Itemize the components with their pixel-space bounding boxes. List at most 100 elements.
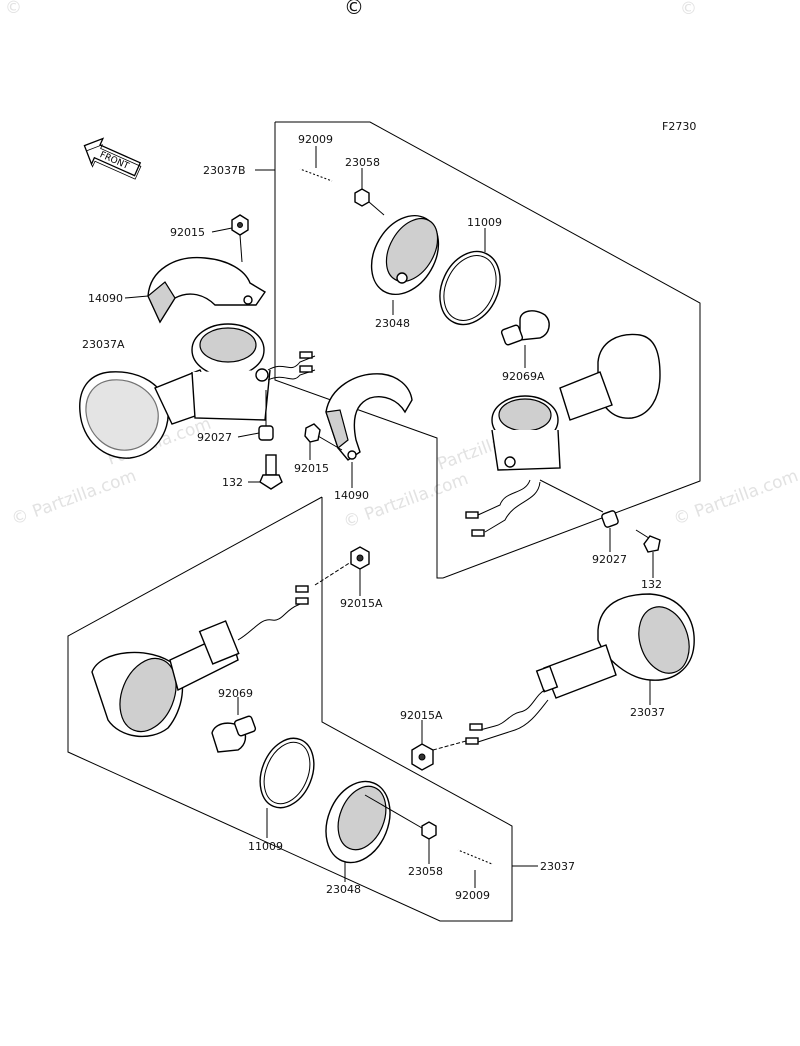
callout-23037-bottom: 23037 [540,860,575,873]
turn-signal-left-rear [91,585,309,738]
nut-a [354,188,385,216]
stalk-right-rear [543,644,617,699]
bolt-a-thread [299,168,333,182]
callout-92069: 92069 [218,687,253,700]
connector-right-1 [465,511,479,519]
connector-right-2 [471,529,485,537]
callout-11009-top: 11009 [467,216,502,229]
callout-23048-top: 23048 [375,317,410,330]
callout-92069A: 92069A [502,370,545,383]
bulb-b-base [233,715,257,737]
ring-b [259,737,315,809]
callout-11009-bottom: 11009 [248,840,283,853]
lens-a [370,214,440,296]
callout-92027-right: 92027 [592,553,627,566]
nut-a-hex [354,188,370,207]
nut-leader-mid [317,435,343,451]
bracket-side-mid [325,409,349,450]
bracket-hole-left [243,295,253,305]
callout-132-right: 132 [641,578,662,591]
front-arrow-icon: FRONT [83,137,142,180]
callout-23037-right: 23037 [630,706,665,719]
bulb-a-base [500,324,524,346]
housing-face-left-rear [119,657,177,733]
turn-signal-right-rear [465,593,695,745]
callout-leaders [124,146,654,888]
wire-right-rear-2 [477,699,549,743]
wire-left-1 [267,355,316,371]
callout-23048-bottom: 23048 [326,883,361,896]
clamp-hole-left [255,368,269,382]
ring-a [439,250,501,326]
callout-92015A-right: 92015A [400,709,443,722]
bolt-right [635,529,661,553]
nut-hex-mid [304,423,321,443]
turn-signal-right-front [465,333,661,537]
bracket-shell-left [147,256,267,324]
nut-bore-top-left [237,222,243,228]
nut-lower-left-leader [314,561,352,586]
bolt-head-left [259,474,283,490]
nut-lower-right [411,740,467,771]
ring-b-outer [259,737,315,809]
watermark-left: © Partzilla.com [9,466,139,530]
clamp-bore-right [498,398,552,432]
callout-14090-left: 14090 [88,292,123,305]
clamp-body-right [491,429,561,471]
ring-b-inner [263,741,311,805]
boundary-bottom [67,496,513,922]
callout-92015A-left: 92015A [340,597,383,610]
nut-b-leader [364,794,423,829]
bolt-a [299,168,333,182]
connector-right-rear-1 [469,723,483,731]
lens-b [325,780,391,864]
callout-92015-left: 92015 [170,226,205,239]
bolt-right-head [643,535,661,553]
bulb-a [500,310,550,346]
bracket-left [147,256,267,324]
assembly-boundary-lines [67,121,701,922]
nut-lower-left [314,546,370,586]
lens-a-boss [396,272,408,284]
connector-left-1 [299,351,313,359]
nut-lower-left-bore [356,554,364,562]
ring-a-inner [443,255,497,321]
wire-left-2 [267,369,316,381]
callout-23037A: 23037A [82,338,125,351]
bolt-left [259,454,283,490]
spacer-body-left [258,425,274,441]
grommet-right-rear [535,665,559,693]
watermark-top-left: © [5,0,22,18]
figure-code: F2730 [662,120,696,133]
wire-right-2 [484,481,541,533]
wire-right-rear-1 [479,689,546,731]
nut-lower-right-bore [418,753,426,761]
wire-left-rear [237,599,309,641]
connector-left-rear-2 [295,597,309,605]
callout-23058-bottom: 23058 [408,865,443,878]
nut-leader-top-left [239,234,243,263]
nut-b [364,794,437,840]
callout-14090-mid: 14090 [334,489,369,502]
callout-92015-mid: 92015 [294,462,329,475]
bolt-shank-left [265,454,277,476]
bracket-hole-mid [347,450,357,460]
watermark-top: © [344,0,364,19]
callout-23058-top: 23058 [345,156,380,169]
bolt-b [457,849,493,865]
nut-top-left [231,214,249,263]
wire-right-1 [477,479,531,516]
grommet-left-rear [198,620,240,665]
stalk-right [559,371,613,421]
lens-dome-right [597,333,661,419]
bulb-a-glass [519,310,550,341]
turn-signal-left-front [79,323,316,459]
clamp-hole-right [504,456,516,468]
callout-132-left: 132 [222,476,243,489]
callout-92009-bottom: 92009 [455,889,490,902]
callout-92009-top: 92009 [298,133,333,146]
connector-right-rear-2 [465,737,479,745]
connector-left-2 [299,365,313,373]
bulb-b [211,715,257,753]
